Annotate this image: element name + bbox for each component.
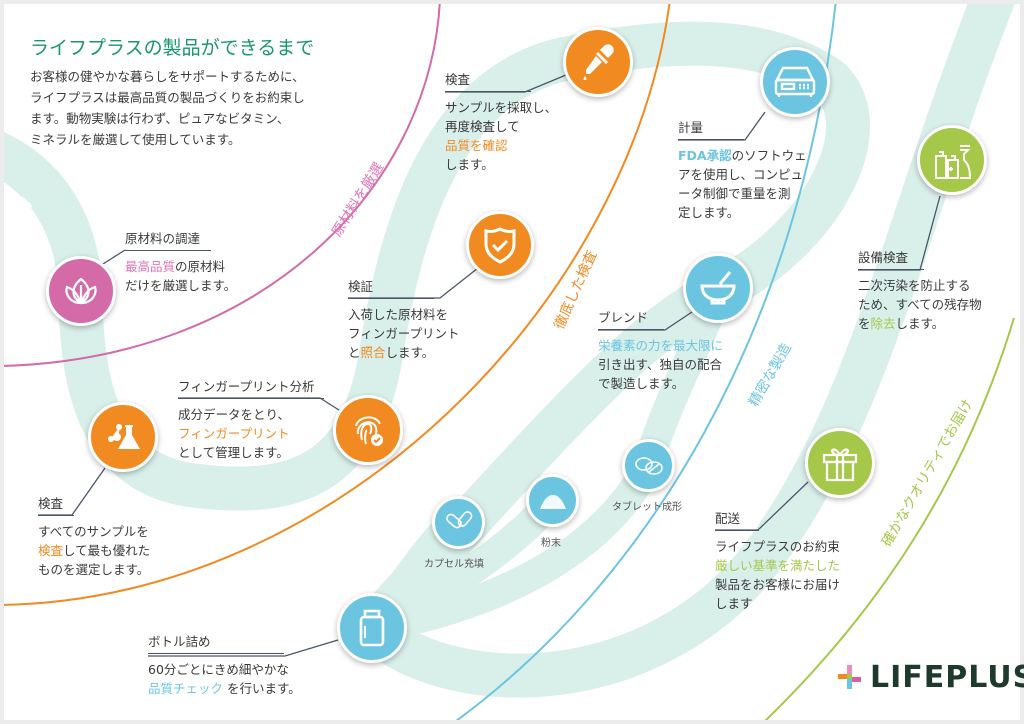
step-highlight: 除去 (870, 316, 896, 331)
step-blend: ブレンド 栄養素の力を最大限に 引き出す、独自の配合 で製造します。 (598, 307, 723, 393)
scale-icon (760, 47, 830, 117)
step-text: すべてのサンプルを (38, 524, 149, 539)
powder-label: 粉末 (541, 538, 561, 549)
tablet-icon (622, 439, 675, 492)
step-text: サンプルを採取し、 再度検査して (445, 100, 558, 134)
step-verify: 検証 入荷した原材料を フィンガープリント と照合します。 (348, 276, 460, 362)
step-highlight: 厳しい基準を満たした (715, 558, 841, 573)
lab-flask-icon (88, 402, 158, 472)
lifeplus-logo: LIFEPLUS (838, 660, 1024, 695)
step-title: ボトル詰め (148, 631, 284, 654)
step-highlight: 品質チェック (148, 681, 224, 696)
step-title: 計量 (678, 117, 744, 140)
step-title: 原材料の調達 (125, 228, 211, 251)
step-text: 引き出す、独自の配合 で製造します。 (598, 357, 723, 391)
step-title: 検証 (348, 276, 434, 299)
step-text: のソフトウェ アを使用し、コンピュ ータ制御で重量を測 定します。 (678, 148, 807, 220)
shield-check-icon (466, 211, 534, 279)
step-title: フィンガープリント分析 (178, 376, 324, 399)
step-text: 入荷した原材料を フィンガープリント と (348, 307, 460, 360)
step-text: して最も優れた ものを選定します。 (38, 543, 151, 577)
step-title: 検査 (445, 69, 531, 92)
mortar-icon (683, 253, 753, 323)
step-text: します。 (385, 345, 435, 360)
step-title: 設備検査 (858, 247, 924, 270)
step-text: します。 (445, 157, 494, 172)
cleaning-bottles-icon (917, 125, 987, 195)
step-text: ライフプラスのお約束 (715, 539, 840, 554)
intro-text: お客様の健やかな暮らしをサポートするために、 ライフプラスは最高品質の製品づくり… (30, 69, 305, 147)
step-text: 60分ごとにきめ細やかな (148, 662, 289, 677)
step-fingerprint: フィンガープリント分析 成分データをとり、 フィンガープリント として管理します… (178, 376, 324, 462)
step-title: ブレンド (598, 307, 664, 330)
dropper-icon (563, 27, 633, 97)
step-text: として管理します。 (178, 445, 289, 460)
step-highlight: 最高品質 (125, 259, 176, 274)
step-measure: 計量 FDA承認のソフトウェ アを使用し、コンピュ ータ制御で重量を測 定します… (678, 117, 807, 222)
step-text: を行います。 (223, 681, 301, 696)
capsule-icon (432, 496, 485, 549)
step-highlight: 照合 (360, 345, 386, 360)
step-text: 製品をお客様にお届け します (715, 577, 841, 611)
step-inspect: 検査 すべてのサンプルを 検査して最も優れた ものを選定します。 (38, 493, 150, 579)
step-cleaning: 設備検査 二次汚染を防止する ため、すべての残存物 を除去します。 (858, 247, 982, 333)
step-text: の原材料 だけを厳選します。 (125, 259, 237, 293)
logo-wordmark: LIFEPLUS (870, 660, 1024, 695)
fingerprint-icon (333, 395, 403, 465)
step-text: 二次汚染を防止する ため、すべての残存物 を (858, 278, 982, 331)
page-title: ライフプラスの製品ができるまで (30, 37, 315, 59)
step-title: 検査 (38, 493, 74, 516)
arc-green (761, 317, 1015, 724)
step-highlight: 栄養素の力を最大限に (598, 338, 724, 353)
arc-blue (451, 0, 837, 724)
bottle-icon (337, 593, 407, 663)
plus-logo-icon (838, 664, 861, 689)
gift-icon (805, 428, 875, 498)
powder-icon (526, 474, 579, 527)
arc-orange (0, 0, 671, 606)
step-highlight: 品質を確認 (445, 138, 508, 153)
step-text: します。 (895, 316, 945, 331)
capsule-label: カプセル充填 (424, 559, 484, 570)
step-highlight: フィンガープリント (178, 426, 290, 441)
leaf-icon (46, 256, 116, 326)
step-highlight: 検査 (38, 543, 64, 558)
step-sample: 検査 サンプルを採取し、 再度検査して 品質を確認 します。 (445, 69, 557, 174)
step-highlight: FDA承認 (678, 148, 732, 163)
step-title: 配送 (715, 508, 759, 531)
arc-pink (0, 0, 441, 367)
step-bottle: ボトル詰め 60分ごとにきめ細やかな 品質チェック を行います。 (148, 631, 301, 698)
step-delivery: 配送 ライフプラスのお約束 厳しい基準を満たした 製品をお客様にお届け します (715, 508, 840, 613)
tablet-label: タブレット成形 (612, 502, 682, 513)
step-raw: 原材料の調達 最高品質の原材料 だけを厳選します。 (125, 228, 236, 295)
step-text: 成分データをとり、 (178, 407, 291, 422)
